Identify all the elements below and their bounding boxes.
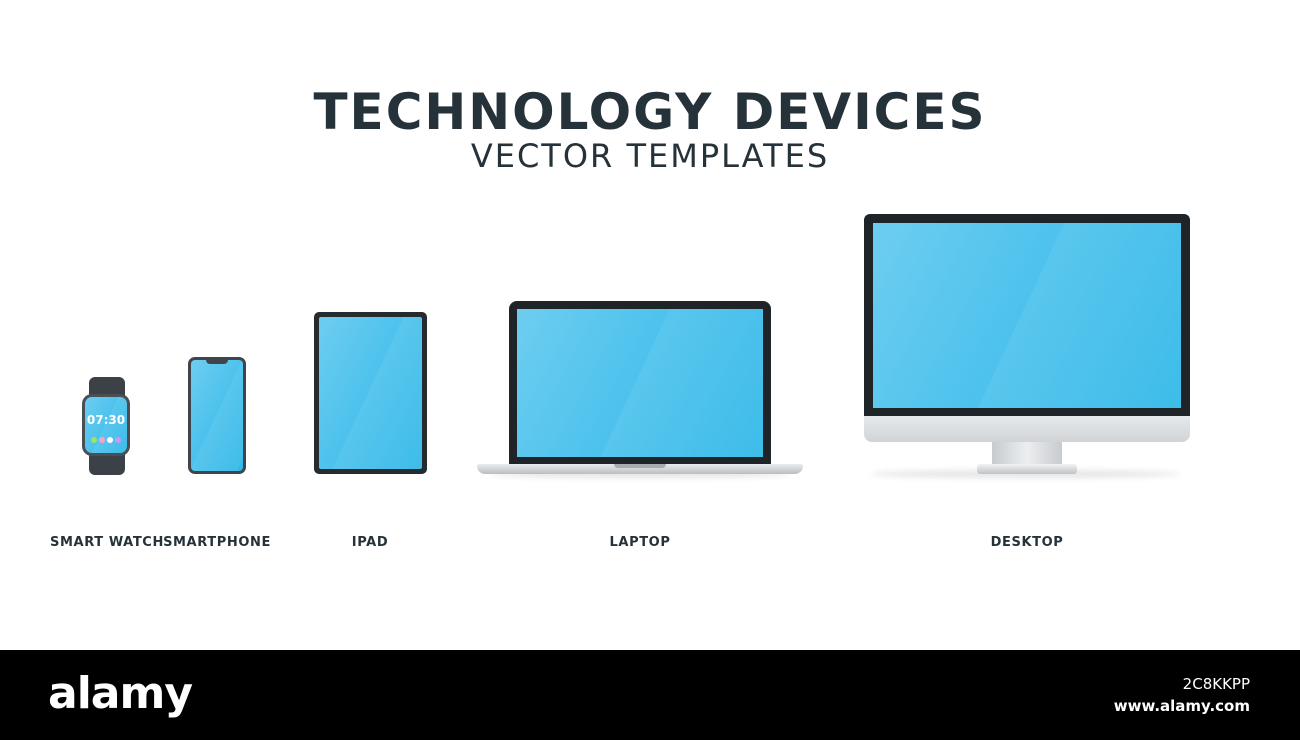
laptop-shadow: [490, 470, 790, 478]
laptop-screen: [517, 309, 763, 457]
watch-app-icon: [107, 437, 113, 443]
laptop-base: [477, 464, 803, 474]
desktop-stand: [992, 442, 1062, 466]
label-smart-watch: SMART WATCH: [50, 535, 164, 550]
label-desktop: DESKTOP: [990, 535, 1064, 550]
footer-url[interactable]: www.alamy.com: [1113, 697, 1250, 715]
watch-app-icon: [99, 437, 105, 443]
phone-screen: [191, 360, 243, 471]
phone-notch: [206, 360, 228, 364]
ipad-screen: [319, 317, 422, 469]
watch-screen: 07:30: [85, 397, 127, 453]
laptop-notch: [614, 464, 666, 468]
image-id: 2C8KKPP: [1182, 675, 1250, 693]
watch-icons: [85, 437, 127, 443]
label-laptop: LAPTOP: [609, 535, 671, 550]
watch-app-icon: [115, 437, 121, 443]
alamy-logo: alamy: [48, 668, 193, 719]
desktop-screen: [873, 223, 1181, 408]
desktop-shadow: [870, 470, 1180, 478]
label-ipad: IPAD: [351, 535, 389, 550]
desktop-chin: [864, 416, 1190, 442]
watch-time: 07:30: [86, 413, 126, 427]
page-subtitle: VECTOR TEMPLATES: [470, 137, 830, 175]
label-smartphone: SMARTPHONE: [163, 535, 271, 550]
desktop-foot: [977, 464, 1077, 474]
watch-app-icon: [91, 437, 97, 443]
page-title: TECHNOLOGY DEVICES: [313, 83, 987, 141]
watermark-footer: alamy 2C8KKPP www.alamy.com: [0, 650, 1300, 740]
